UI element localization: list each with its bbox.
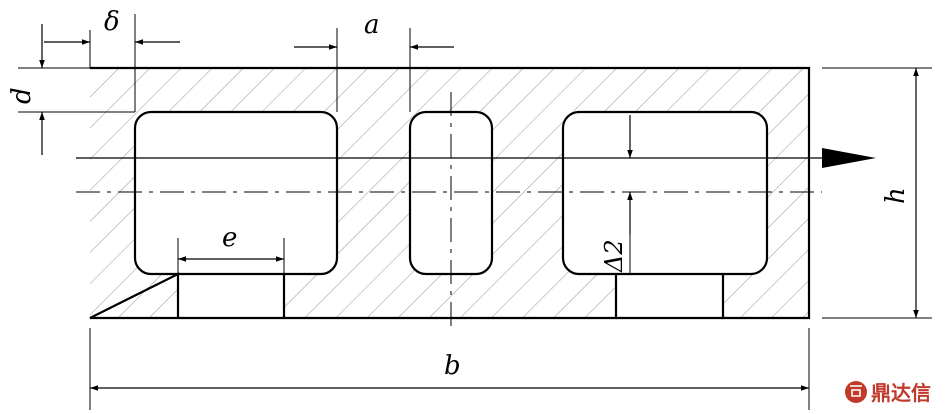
watermark-text: 鼎达信	[871, 381, 931, 405]
delta2-label: Δ2	[600, 239, 628, 273]
watermark: 鼎达信	[845, 381, 931, 405]
left-cavity	[133, 110, 339, 276]
watermark-logo-icon	[845, 381, 867, 403]
right-cavity	[561, 110, 769, 276]
d-label: d	[7, 87, 37, 104]
a-label: a	[364, 10, 380, 40]
b-label: b	[444, 351, 461, 381]
h-label: h	[881, 187, 911, 204]
delta-label: δ	[104, 7, 120, 37]
body-outline	[89, 66, 811, 320]
reference-arrow-icon	[822, 148, 876, 168]
e-label: e	[222, 223, 237, 253]
body-hatch	[90, 68, 809, 318]
